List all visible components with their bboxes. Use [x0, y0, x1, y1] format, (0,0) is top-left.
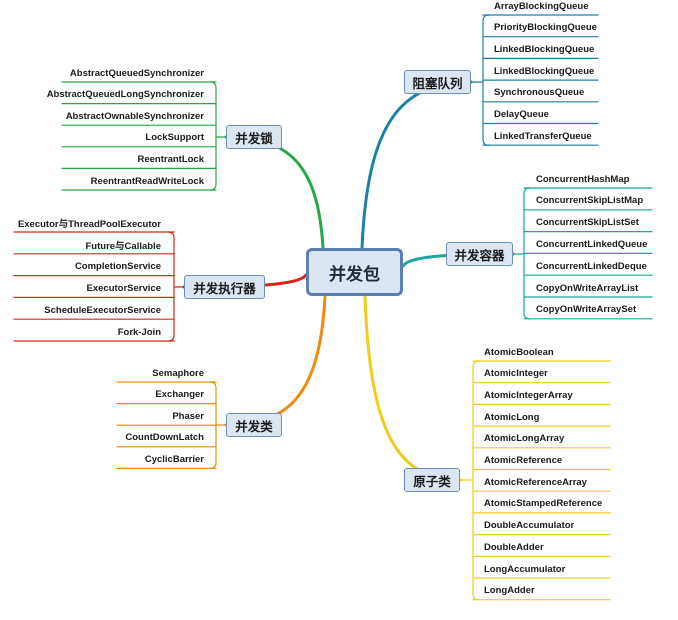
branch-atomic: 原子类 [404, 468, 460, 492]
lock-leaf-item: AbstractQueuedSynchronizer [69, 67, 204, 79]
executor-leaf-item: ScheduleExecutorService [44, 304, 161, 316]
tools-leaf-item: CountDownLatch [125, 432, 204, 444]
branch-executor: 并发执行器 [184, 275, 265, 299]
atomic-leaf-item: AtomicLongArray [484, 433, 565, 445]
atomic-main-connector [363, 294, 462, 482]
container-leaf-item: ConcurrentSkipListSet [536, 217, 639, 229]
tools-main-connector [224, 294, 327, 427]
atomic-leaf-item: AtomicIntegerArray [484, 389, 573, 401]
branch-container: 并发容器 [446, 242, 513, 266]
queue-leaf-item: LinkedTransferQueue [494, 130, 592, 142]
queue-leaf-item: LinkedBlockingQueue [494, 43, 595, 55]
executor-trunk [167, 231, 175, 342]
lock-main-connector [224, 135, 325, 250]
atomic-leaf-item: AtomicReference [484, 455, 563, 466]
executor-leaf-item: Executor与ThreadPoolExecutor [17, 219, 161, 230]
atomic-leaf-item: AtomicLong [484, 411, 540, 423]
branch-lock: 并发锁 [226, 125, 282, 149]
lock-leaf-item: AbstractQueuedLongSynchronizer [46, 89, 204, 101]
tools-leaf-item: CyclicBarrier [144, 453, 204, 465]
container-leaf-item: CopyOnWriteArrayList [536, 282, 639, 294]
atomic-leaf-item: LongAccumulator [484, 563, 566, 575]
container-leaf-item: ConcurrentHashMap [536, 173, 630, 185]
queue-leaf-item: DelayQueue [494, 109, 549, 120]
queue-main-connector [360, 80, 473, 250]
atomic-leaf-item: AtomicInteger [484, 368, 548, 380]
executor-leaf-item: CompletionService [74, 261, 161, 273]
container-leaf-item: CopyOnWriteArraySet [536, 304, 637, 316]
lock-leaf-item: ReentrantReadWriteLock [90, 175, 204, 187]
queue-leaf-item: PriorityBlockingQueue [494, 22, 597, 34]
tools-leaf-item: Exchanger [155, 389, 204, 401]
queue-leaf-item: LinkedBlockingQueue [494, 65, 595, 77]
atomic-leaf-item: LongAdder [484, 585, 535, 597]
lock-trunk [209, 81, 217, 191]
atomic-leaf-item: AtomicStampedReference [484, 498, 603, 510]
atomic-leaf-item: AtomicBoolean [484, 346, 554, 358]
atomic-leaf-item: DoubleAdder [484, 541, 544, 553]
branch-tools: 并发类 [226, 413, 282, 437]
queue-leaf-item: ArrayBlockingQueue [494, 0, 589, 12]
lock-leaf-item: ReentrantLock [137, 153, 204, 165]
atomic-trunk [472, 360, 480, 601]
branch-queue: 阻塞队列 [404, 70, 471, 94]
executor-leaf-item: Future与Callable [85, 240, 162, 252]
container-leaf-item: ConcurrentSkipListMap [536, 195, 644, 207]
container-leaf-item: ConcurrentLinkedQueue [536, 238, 648, 250]
tools-leaf-item: Semaphore [152, 367, 204, 379]
queue-leaf-item: SynchronousQueue [494, 87, 585, 99]
atomic-leaf-item: AtomicReferenceArray [484, 476, 587, 488]
atomic-leaf-item: DoubleAccumulator [484, 520, 575, 532]
executor-leaf-item: ExecutorService [86, 282, 161, 294]
lock-leaf-item: LockSupport [145, 132, 204, 144]
container-leaf-item: ConcurrentLinkedDeque [536, 260, 647, 272]
executor-leaf-item: Fork-Join [117, 326, 161, 338]
lock-leaf-item: AbstractOwnableSynchronizer [65, 110, 204, 122]
root-node: 并发包 [306, 248, 403, 296]
tools-leaf-item: Phaser [172, 410, 204, 422]
